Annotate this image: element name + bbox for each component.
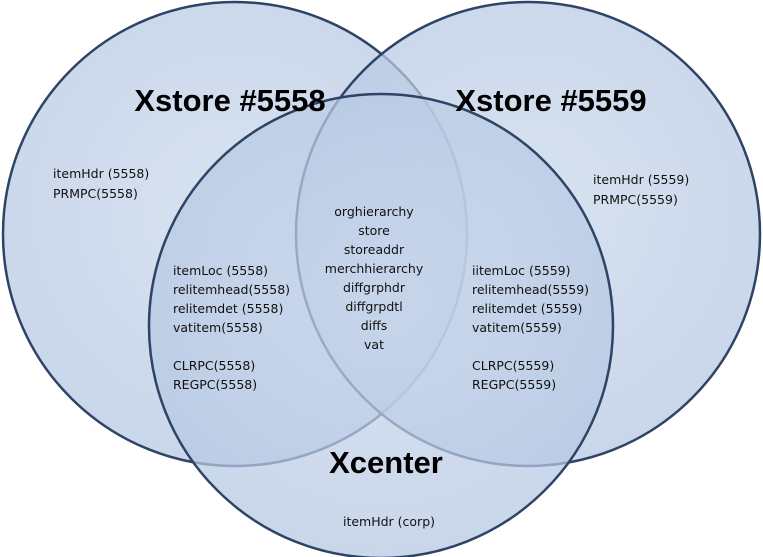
left-bottom-intersection-items: itemLoc (5558) relitemhead(5558) relitem…: [173, 263, 290, 392]
circle-xcenter: [147, 92, 615, 557]
list-item: itemHdr (5559): [593, 172, 689, 187]
right-bottom-intersection-items: iitemLoc (5559) relitemhead(5559) relite…: [472, 263, 589, 392]
list-item: itemLoc (5558): [173, 263, 268, 278]
list-item: CLRPC(5559): [472, 358, 554, 373]
list-item: relitemdet (5558): [173, 301, 283, 316]
list-item: store: [358, 223, 390, 238]
list-item: relitemhead(5558): [173, 282, 290, 297]
list-item: diffgrphdr: [343, 280, 406, 295]
left-only-items: itemHdr (5558) PRMPC(5558): [53, 166, 149, 201]
list-item: REGPC(5559): [472, 377, 556, 392]
list-item: orghierarchy: [334, 204, 414, 219]
list-item: storeaddr: [344, 242, 405, 257]
list-item: iitemLoc (5559): [472, 263, 571, 278]
list-item: itemHdr (5558): [53, 166, 149, 181]
list-item: vatitem(5558): [173, 320, 263, 335]
set-title-xstore-5558: Xstore #5558: [134, 83, 325, 118]
set-title-xstore-5559: Xstore #5559: [455, 83, 646, 118]
list-item: merchhierarchy: [325, 261, 424, 276]
list-item: CLRPC(5558): [173, 358, 255, 373]
list-item: diffgrpdtl: [345, 299, 402, 314]
center-intersection-items: orghierarchy store storeaddr merchhierar…: [325, 204, 424, 352]
right-only-items: itemHdr (5559) PRMPC(5559): [593, 172, 689, 207]
list-item: PRMPC(5558): [53, 186, 138, 201]
list-item: PRMPC(5559): [593, 192, 678, 207]
bottom-only-items: itemHdr (corp): [343, 514, 435, 529]
list-item: itemHdr (corp): [343, 514, 435, 529]
set-title-xcenter: Xcenter: [329, 445, 443, 480]
list-item: vat: [364, 337, 384, 352]
list-item: diffs: [361, 318, 388, 333]
list-item: REGPC(5558): [173, 377, 257, 392]
list-item: vatitem(5559): [472, 320, 562, 335]
list-item: relitemdet (5559): [472, 301, 582, 316]
list-item: relitemhead(5559): [472, 282, 589, 297]
